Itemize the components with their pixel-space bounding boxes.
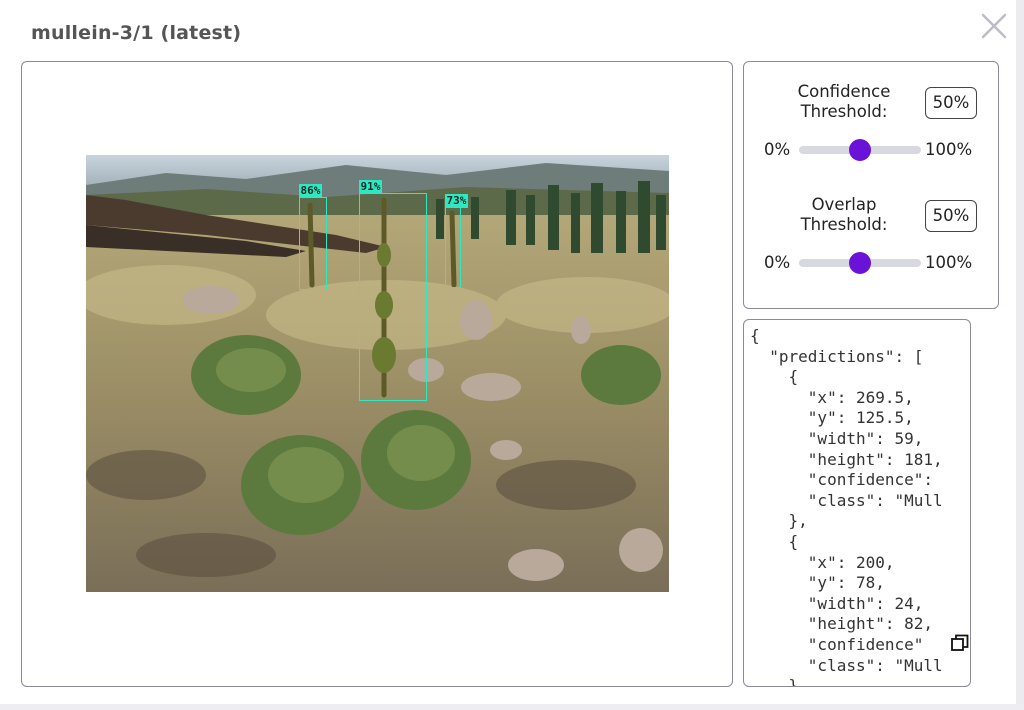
json-output-panel[interactable]: { "predictions": [ { "x": 269.5, "y": 12… — [743, 319, 971, 687]
json-line: "confidence": — [750, 470, 934, 490]
threshold-controls-panel: Confidence Threshold: 50% 0% 100% Overla… — [743, 61, 999, 309]
json-line: "y": 78, — [750, 573, 885, 593]
detection-box: 86% — [298, 184, 327, 290]
overlap-slider-row: 0% 100% — [744, 251, 1000, 275]
overlap-threshold-value[interactable]: 50% — [925, 200, 977, 232]
detection-label: 73% — [444, 194, 469, 208]
json-line: "y": 125.5, — [750, 408, 914, 428]
detection-box: 91% — [358, 180, 427, 401]
json-line: "height": 82, — [750, 614, 934, 634]
json-line: { — [750, 326, 760, 345]
confidence-slider[interactable] — [799, 139, 921, 161]
json-line: { — [750, 367, 799, 387]
json-line: "confidence" — [750, 634, 924, 654]
json-output-text: { "predictions": [ { "x": 269.5, "y": 12… — [750, 326, 943, 687]
slider-min-label: 0% — [764, 253, 791, 272]
close-icon — [981, 13, 1007, 39]
json-line: "height": 181, — [750, 449, 943, 469]
detection-label: 86% — [298, 184, 323, 198]
inference-image: 86% 91% 73% — [86, 155, 669, 592]
overlap-threshold-group: Overlap Threshold: 50% 0% 100% — [744, 195, 1000, 295]
json-line: "class": "Mull — [750, 655, 943, 675]
json-line: "width": 59, — [750, 428, 924, 448]
copy-button[interactable] — [950, 633, 970, 653]
background-bottom-strip — [0, 704, 1024, 710]
confidence-slider-thumb[interactable] — [849, 139, 871, 161]
background-scrollbar-strip — [1016, 0, 1024, 710]
overlap-threshold-label: Overlap Threshold: — [800, 195, 888, 234]
json-line: "x": 269.5, — [750, 387, 914, 407]
overlap-slider[interactable] — [799, 252, 921, 274]
close-button[interactable] — [978, 10, 1010, 42]
copy-icon — [951, 634, 969, 651]
json-line: "x": 200, — [750, 552, 895, 572]
detection-box: 73% — [444, 194, 469, 288]
slider-max-label: 100% — [925, 140, 973, 159]
json-line: } — [750, 676, 799, 687]
image-preview-panel: 86% 91% 73% — [21, 61, 733, 687]
json-line: "class": "Mull — [750, 490, 943, 510]
confidence-threshold-group: Confidence Threshold: 50% 0% 100% — [744, 82, 1000, 182]
json-line: "width": 24, — [750, 593, 924, 613]
overlap-slider-thumb[interactable] — [849, 252, 871, 274]
confidence-slider-row: 0% 100% — [744, 138, 1000, 162]
confidence-threshold-label: Confidence Threshold: — [797, 82, 891, 121]
json-line: { — [750, 531, 799, 551]
confidence-threshold-value[interactable]: 50% — [925, 87, 977, 119]
json-line: "predictions": [ — [750, 346, 924, 366]
slider-max-label: 100% — [925, 253, 973, 272]
detection-label: 91% — [358, 180, 383, 194]
slider-min-label: 0% — [764, 140, 791, 159]
modal-title: mullein-3/1 (latest) — [31, 22, 242, 44]
json-line: }, — [750, 511, 808, 531]
